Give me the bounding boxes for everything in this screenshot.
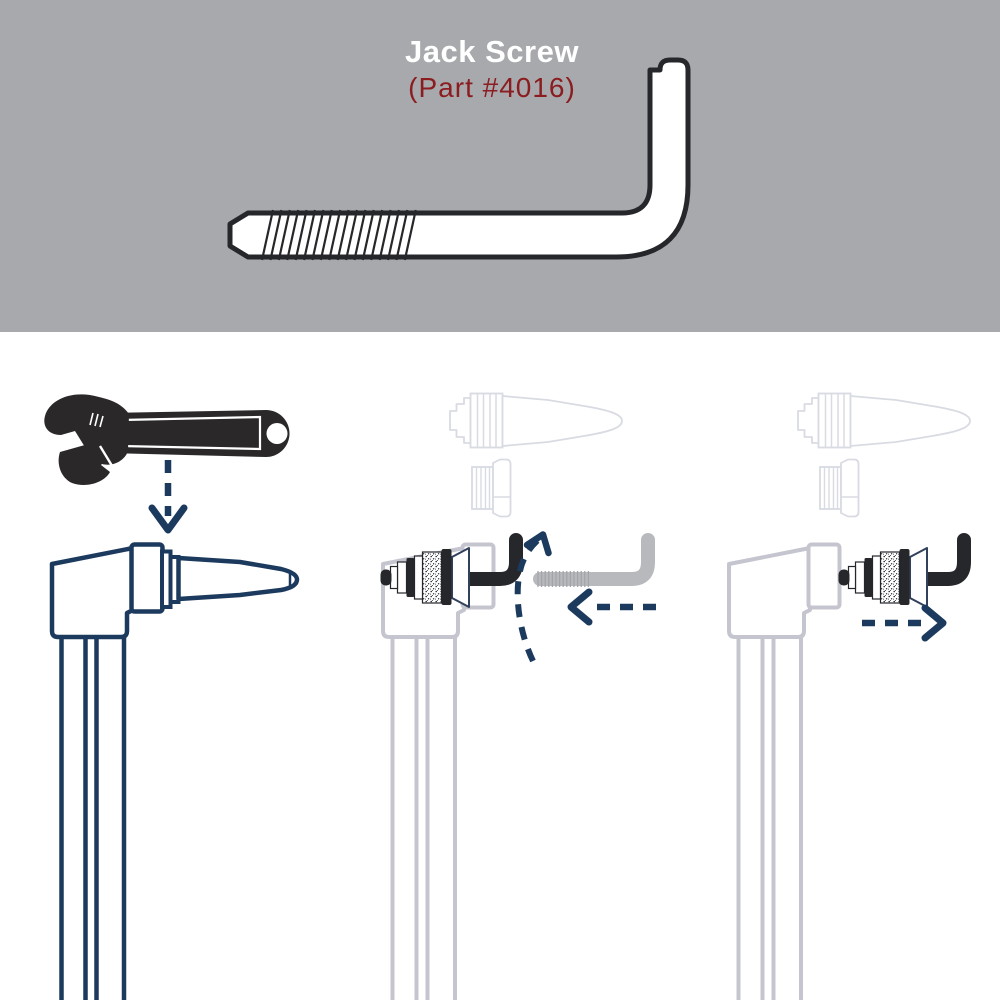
jack-screw-hooked [452,533,523,586]
panel-tool [44,394,300,1000]
title-block: Jack Screw (Part #4016) [405,34,579,103]
jack-screw-ghost-threads [537,571,590,587]
insert-left-arrow-icon [567,588,656,626]
page-title: Jack Screw [405,34,579,69]
jack-screw-ghost [533,533,655,587]
panel-insert-jack-screw [379,392,656,1000]
header-band [0,0,1000,332]
adjustable-wrench-icon [44,394,290,485]
electrode-cartridge-removed [837,547,928,608]
plasma-torch-assembled [49,542,300,1000]
panel-extract-cartridge [727,392,971,1000]
nozzle-shield-ghost [797,392,971,518]
part-number: (Part #4016) [408,71,576,103]
plasma-torch-ghost [381,542,496,1000]
nozzle-shield-ghost [449,392,623,518]
rotate-arrow-icon [514,531,552,663]
extract-right-arrow-icon [862,604,947,642]
down-arrow-icon [148,460,188,534]
jack-screw-illustration [227,57,691,261]
plasma-torch-ghost [727,542,842,1000]
jack-screw-threads [260,209,417,261]
jack-screw-hooked [914,533,971,586]
